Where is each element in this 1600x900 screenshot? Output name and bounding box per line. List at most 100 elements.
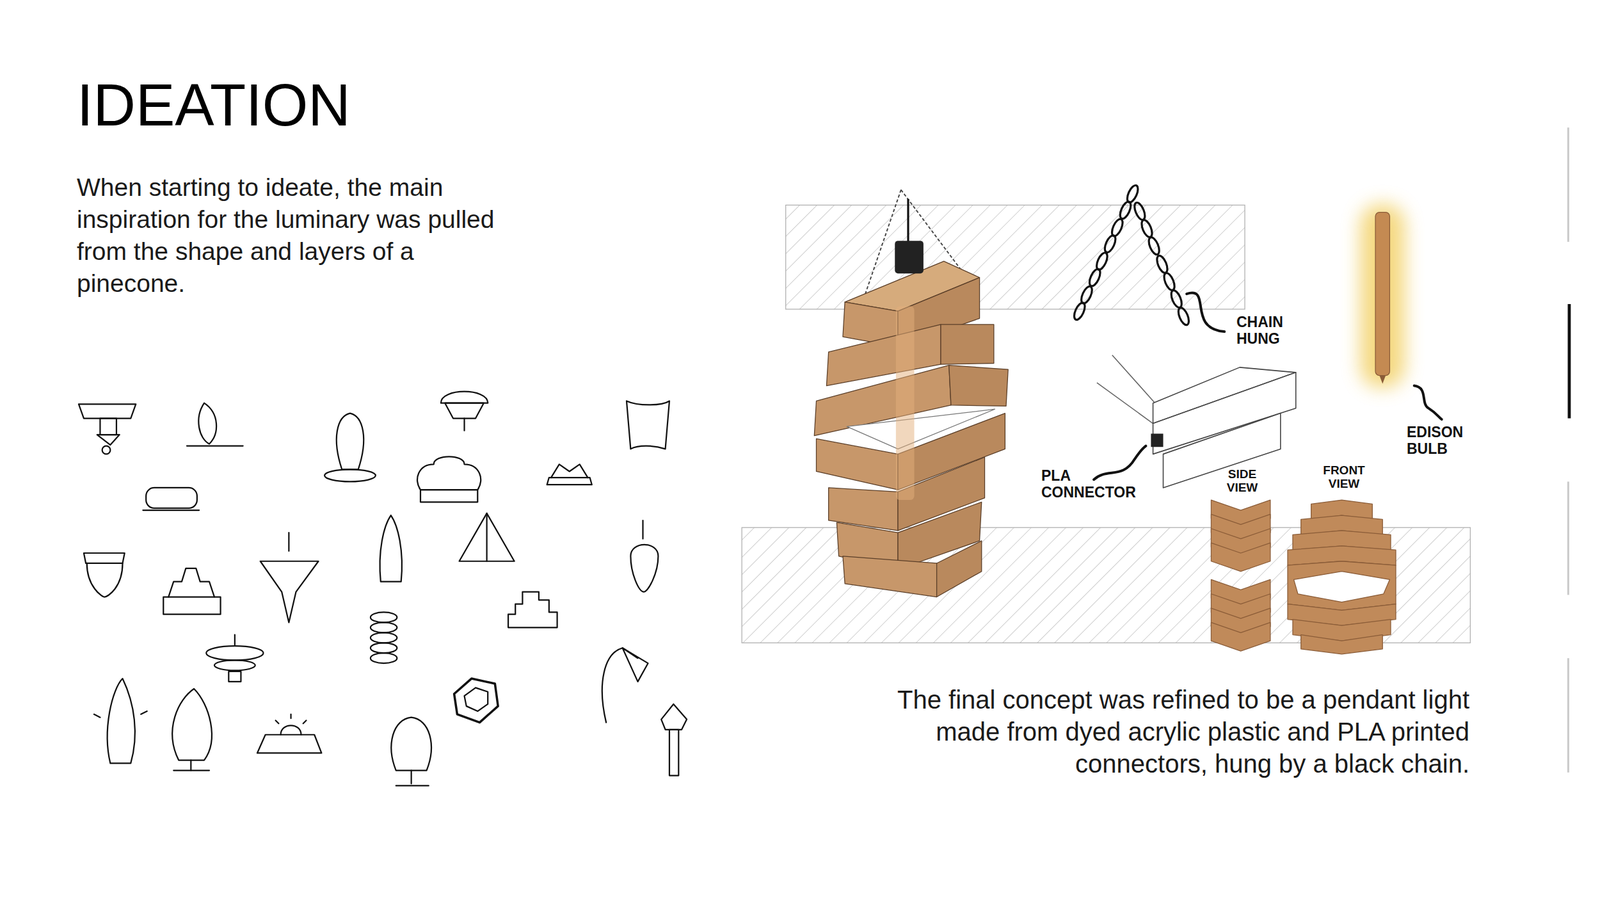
- connector-detail: [1112, 355, 1156, 404]
- ideation-sketches: [622, 647, 649, 682]
- ideation-sketches: [370, 622, 397, 633]
- pendant-lamp: [940, 324, 994, 365]
- chain: [1079, 284, 1094, 305]
- ideation-sketches: [370, 642, 397, 653]
- scroll-indicator: [1567, 127, 1570, 242]
- pendant-lamp: [896, 305, 915, 500]
- ideation-sketches: [83, 552, 125, 564]
- ideation-sketches: [280, 725, 302, 735]
- pendant-lamp: [949, 365, 1008, 407]
- ideation-sketches: [102, 446, 111, 455]
- pendant-lamp: [842, 556, 937, 598]
- ideation-sketches: [630, 544, 658, 592]
- ideation-sketches: [641, 520, 644, 539]
- pendant-lamp: [936, 540, 982, 598]
- hatched-ground: [785, 204, 1245, 310]
- ideation-sketches: [396, 784, 429, 786]
- edison-bulb: [1360, 204, 1405, 388]
- pendant-lamp: [894, 240, 924, 274]
- view-label: FRONT VIEW: [1312, 463, 1376, 491]
- ideation-sketches: [78, 391, 687, 786]
- ideation-sketches: [464, 687, 489, 712]
- ideation-sketches: [190, 760, 192, 771]
- ideation-sketches: [551, 464, 588, 478]
- scroll-indicator: [1568, 304, 1572, 419]
- ideation-sketches: [459, 513, 515, 562]
- ideation-sketches: [214, 659, 256, 671]
- ideation-sketches: [186, 445, 244, 447]
- ideation-sketches: [206, 645, 264, 660]
- slide-title: IDEATION: [76, 71, 564, 140]
- scroll-indicator: [1567, 481, 1570, 595]
- ideation-sketches: [257, 734, 322, 754]
- front-view: [1287, 561, 1396, 611]
- ideation-sketches: [602, 647, 639, 722]
- front-view: [1287, 499, 1396, 655]
- part-label: EDISON BULB: [1406, 423, 1494, 458]
- chain: [1139, 218, 1155, 239]
- ideation-sketches: [142, 509, 200, 511]
- intro-text: When starting to ideate, the main inspir…: [76, 171, 519, 300]
- ideation-sketches: [440, 391, 488, 404]
- chain: [1176, 305, 1192, 326]
- ideation-sketches: [288, 532, 290, 552]
- ideation-sketches: [275, 720, 280, 724]
- scroll-indicator: [1568, 127, 1570, 772]
- part-label: CHAIN HUNG: [1236, 313, 1314, 348]
- ideation-sketches: [163, 597, 221, 615]
- ideation-sketches: [173, 769, 210, 771]
- ideation-sketches: [380, 515, 402, 582]
- chain: [1109, 217, 1125, 238]
- edison-bulb: [1379, 375, 1386, 384]
- ideation-sketches: [99, 418, 117, 436]
- leader-line: [1414, 385, 1442, 420]
- chain: [1169, 288, 1184, 309]
- ideation-sketches: [547, 477, 592, 485]
- chain: [1132, 200, 1147, 221]
- pendant-lamp: [906, 199, 909, 246]
- side-view: [1210, 542, 1270, 572]
- caption-text: The final concept was refined to be a pe…: [829, 683, 1470, 780]
- ideation-sketches: [370, 611, 397, 623]
- ideation-sketches: [391, 717, 431, 771]
- chain: [1094, 250, 1110, 271]
- leader-line: [1093, 446, 1146, 480]
- scroll-indicator: [1567, 657, 1570, 773]
- ideation-sketches: [336, 413, 364, 470]
- ideation-sketches: [420, 489, 478, 502]
- ideation-sketches: [97, 434, 120, 445]
- ideation-sketches: [410, 770, 413, 784]
- ideation-sketches: [168, 568, 215, 598]
- part-label: PLA CONNECTOR: [1041, 467, 1157, 502]
- ideation-sketches: [78, 403, 136, 418]
- ideation-sketches: [234, 634, 236, 646]
- ideation-sketches: [444, 403, 484, 419]
- ideation-sketches: [289, 714, 292, 719]
- connector-detail: [1150, 433, 1163, 447]
- chain: [1162, 271, 1177, 292]
- ideation-sketches: [172, 688, 212, 761]
- leader-line: [1186, 292, 1225, 332]
- ideation-sketches: [485, 513, 488, 562]
- view-label: SIDE VIEW: [1213, 467, 1272, 495]
- connector-detail: [1096, 382, 1154, 424]
- ideation-sketches: [463, 418, 465, 431]
- ideation-sketches: [669, 729, 679, 776]
- front-view: [1301, 634, 1384, 655]
- pendant-lamp: [814, 190, 1008, 598]
- side-view: [1210, 499, 1270, 651]
- ideation-sketches: [370, 652, 397, 664]
- ideation-sketches: [370, 632, 397, 643]
- chain: [1155, 254, 1170, 274]
- ideation-sketches: [107, 678, 136, 763]
- ideation-sketches: [626, 400, 670, 449]
- ideation-sketches: [454, 678, 499, 723]
- ideation-sketches: [417, 456, 481, 490]
- ideation-sketches: [508, 592, 558, 628]
- connector-detail: [1096, 355, 1296, 488]
- ideation-sketches: [198, 403, 217, 445]
- ideation-sketches: [145, 487, 198, 509]
- ideation-sketches: [661, 704, 687, 730]
- edison-bulb: [1375, 212, 1390, 376]
